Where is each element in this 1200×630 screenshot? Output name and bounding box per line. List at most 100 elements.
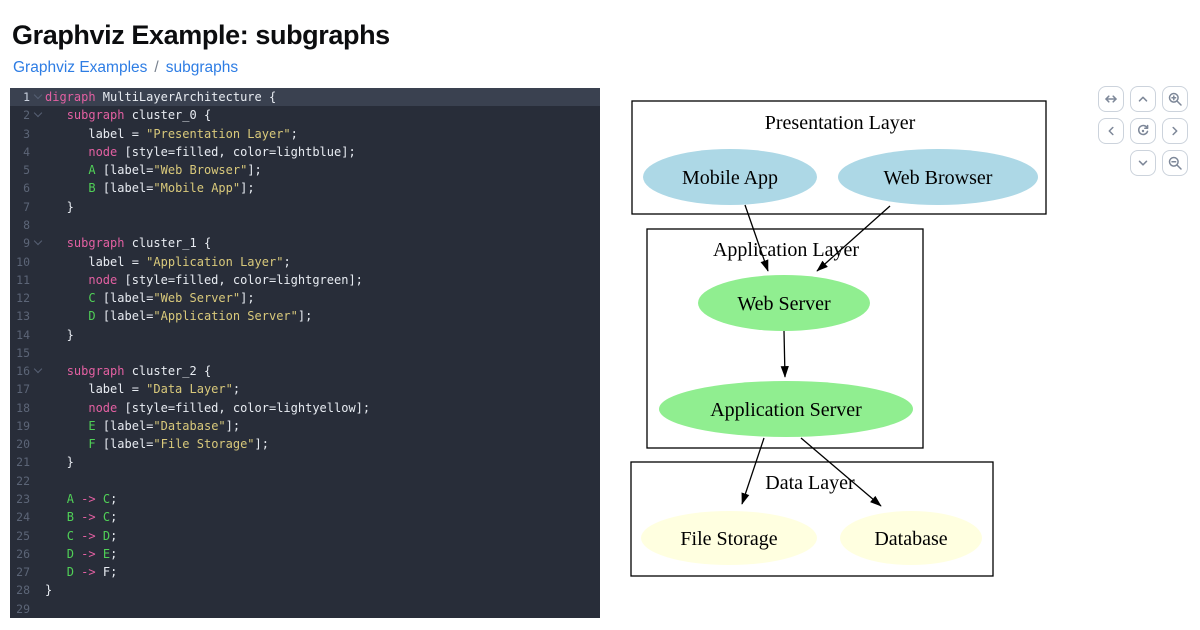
fold-chevron-icon[interactable]	[30, 364, 45, 374]
code-line-7[interactable]: 7 }	[10, 198, 600, 216]
line-number: 13	[16, 309, 30, 324]
code-line-10[interactable]: 10 label = "Application Layer";	[10, 252, 600, 270]
code-line-6[interactable]: 6 B [label="Mobile App"];	[10, 179, 600, 197]
breadcrumb-link-parent[interactable]: Graphviz Examples	[13, 59, 148, 76]
code-line-28[interactable]: 28}	[10, 581, 600, 599]
line-number: 7	[23, 199, 30, 214]
code-line-23[interactable]: 23 A -> C;	[10, 490, 600, 508]
line-number: 9	[23, 236, 30, 251]
code-text: node [style=filled, color=lightyellow];	[88, 400, 371, 415]
code-text: subgraph cluster_0 {	[66, 108, 212, 123]
code-line-5[interactable]: 5 A [label="Web Browser"];	[10, 161, 600, 179]
code-line-9[interactable]: 9 subgraph cluster_1 {	[10, 234, 600, 252]
code-line-11[interactable]: 11 node [style=filled, color=lightgreen]…	[10, 271, 600, 289]
code-text: }	[45, 199, 74, 214]
edge-A-C	[816, 205, 891, 272]
code-line-16[interactable]: 16 subgraph cluster_2 {	[10, 362, 600, 380]
breadcrumb: Graphviz Examples / subgraphs	[13, 59, 238, 77]
line-number: 29	[16, 601, 30, 616]
code-line-17[interactable]: 17 label = "Data Layer";	[10, 380, 600, 398]
code-line-14[interactable]: 14 }	[10, 325, 600, 343]
cluster-data-layer	[630, 461, 994, 577]
code-text: subgraph cluster_2 {	[66, 364, 212, 379]
code-text: subgraph cluster_1 {	[66, 236, 212, 251]
pan-horizontal-button[interactable]	[1098, 86, 1124, 112]
pan-horizontal-icon	[1105, 95, 1117, 103]
fold-chevron-icon[interactable]	[30, 90, 45, 100]
cluster-label-presentation-layer: Presentation Layer	[765, 112, 916, 134]
edge-C-D	[780, 330, 789, 378]
code-text: F [label="File Storage"];	[88, 437, 269, 452]
node-mobile-app	[643, 149, 817, 205]
pan-right-button[interactable]	[1162, 118, 1188, 144]
node-database	[840, 511, 982, 565]
fold-chevron-icon[interactable]	[30, 109, 45, 118]
line-number: 25	[16, 528, 30, 543]
line-number: 26	[16, 546, 30, 561]
code-line-22[interactable]: 22	[10, 472, 600, 490]
code-line-4[interactable]: 4 node [style=filled, color=lightblue];	[10, 143, 600, 161]
line-number: 15	[16, 345, 30, 360]
line-number: 8	[23, 217, 30, 232]
code-line-12[interactable]: 12 C [label="Web Server"];	[10, 289, 600, 307]
code-text: D -> E;	[66, 546, 118, 561]
node-label-web-browser: Web Browser	[884, 167, 993, 189]
line-number: 27	[16, 565, 30, 580]
breadcrumb-link-current[interactable]: subgraphs	[165, 59, 239, 76]
code-editor[interactable]: 1 digraph MultiLayerArchitecture {2 subgr…	[10, 88, 600, 618]
code-text: label = "Data Layer";	[45, 382, 241, 397]
code-text: }	[45, 455, 74, 470]
code-line-19[interactable]: 19 E [label="Database"];	[10, 417, 600, 435]
node-label-file-storage: File Storage	[680, 528, 777, 550]
line-number: 1	[23, 90, 30, 105]
zoom-in-button[interactable]	[1162, 86, 1188, 112]
zoom-in-icon	[1168, 92, 1182, 106]
node-label-web-server: Web Server	[737, 293, 831, 315]
code-line-3[interactable]: 3 label = "Presentation Layer";	[10, 125, 600, 143]
pan-down-icon	[1138, 160, 1148, 166]
code-line-20[interactable]: 20 F [label="File Storage"];	[10, 435, 600, 453]
line-number: 16	[16, 364, 30, 379]
code-text: B [label="Mobile App"];	[88, 181, 255, 196]
code-line-29[interactable]: 29	[10, 599, 600, 617]
code-line-25[interactable]: 25 C -> D;	[10, 526, 600, 544]
node-label-database: Database	[874, 528, 947, 550]
code-text: }	[45, 327, 74, 342]
cluster-label-application-layer: Application Layer	[713, 239, 859, 261]
code-line-26[interactable]: 26 D -> E;	[10, 545, 600, 563]
code-text: digraph MultiLayerArchitecture {	[45, 90, 277, 105]
pan-up-button[interactable]	[1130, 86, 1156, 112]
reset-view-icon	[1138, 124, 1149, 136]
code-text: A -> C;	[66, 491, 118, 506]
line-number: 19	[16, 418, 30, 433]
line-number: 11	[16, 272, 30, 287]
edge-D-E	[800, 437, 882, 507]
pan-left-button[interactable]	[1098, 118, 1124, 144]
code-text: }	[45, 583, 53, 598]
fold-chevron-icon[interactable]	[30, 237, 45, 246]
code-text: node [style=filled, color=lightblue];	[88, 144, 356, 159]
code-line-15[interactable]: 15	[10, 344, 600, 362]
node-label-mobile-app: Mobile App	[682, 167, 778, 189]
code-text: label = "Presentation Layer";	[45, 126, 298, 141]
code-line-18[interactable]: 18 node [style=filled, color=lightyellow…	[10, 399, 600, 417]
code-line-24[interactable]: 24 B -> C;	[10, 508, 600, 526]
code-line-21[interactable]: 21 }	[10, 453, 600, 471]
pan-down-button[interactable]	[1130, 150, 1156, 176]
code-line-8[interactable]: 8	[10, 216, 600, 234]
breadcrumb-separator: /	[154, 59, 159, 76]
line-number: 4	[23, 144, 30, 159]
line-number: 17	[16, 382, 30, 397]
reset-view-button[interactable]	[1130, 118, 1156, 144]
line-number: 24	[16, 510, 30, 525]
code-line-2[interactable]: 2 subgraph cluster_0 {	[10, 106, 600, 124]
code-line-27[interactable]: 27 D -> F;	[10, 563, 600, 581]
page-title: Graphviz Example: subgraphs	[12, 20, 390, 50]
line-number: 28	[16, 583, 30, 598]
code-line-1[interactable]: 1 digraph MultiLayerArchitecture {	[10, 88, 600, 107]
line-number: 3	[23, 126, 30, 141]
zoom-out-button[interactable]	[1162, 150, 1188, 176]
line-number: 12	[16, 291, 30, 306]
code-line-13[interactable]: 13 D [label="Application Server"];	[10, 307, 600, 325]
